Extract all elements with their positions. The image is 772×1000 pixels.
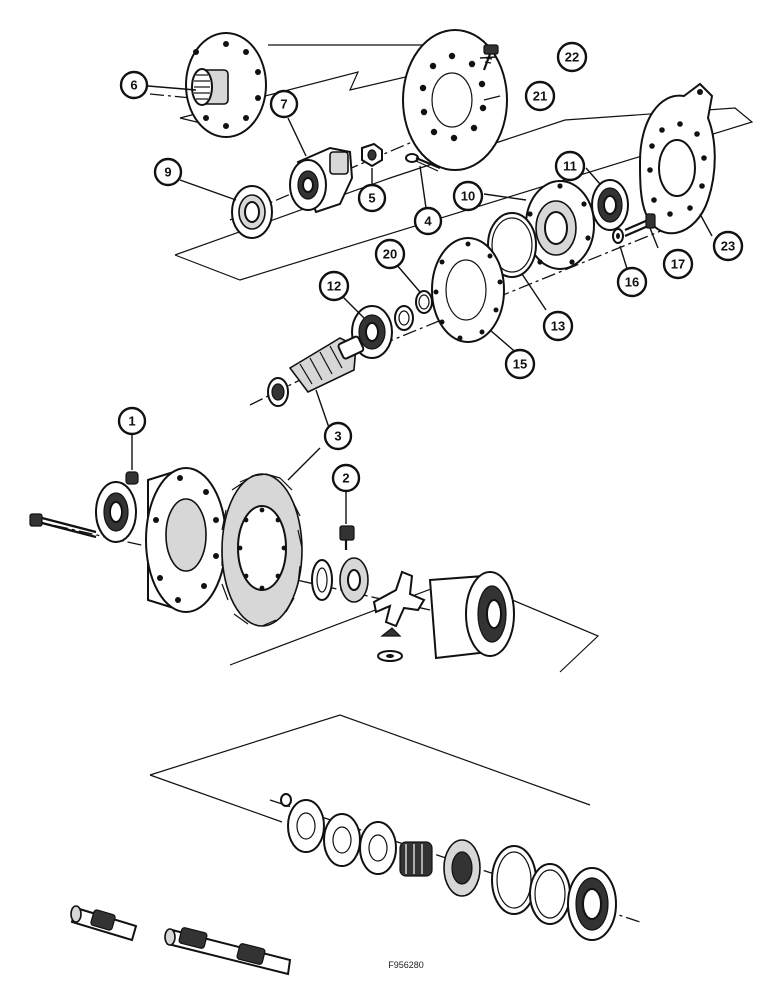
half-shaft-short — [70, 905, 138, 942]
svg-text:11: 11 — [563, 159, 577, 174]
diff-bolt — [29, 513, 97, 539]
callout-13: 13 — [542, 310, 574, 342]
svg-text:10: 10 — [461, 189, 475, 204]
diff-thrust-washer — [311, 559, 333, 601]
callout-5: 5 — [357, 183, 387, 213]
part-6-flange — [185, 32, 267, 138]
lower-plate-1 — [287, 799, 325, 853]
outline-differential-group — [229, 577, 600, 673]
part-15-washer — [612, 228, 624, 244]
part-22-screw — [482, 44, 499, 71]
callout-15: 16 — [616, 266, 648, 298]
callout-7: 7 — [269, 89, 299, 119]
callout-9: 9 — [153, 157, 183, 187]
diff-spider — [372, 570, 426, 628]
part-17-gasket — [431, 237, 505, 343]
callout-6: 6 — [119, 70, 149, 100]
svg-text:4: 4 — [424, 214, 432, 229]
callout-16: 17 — [662, 248, 694, 280]
diff-pinion-gear — [377, 627, 403, 662]
part-5-nut — [361, 142, 383, 168]
svg-text:23: 23 — [721, 239, 735, 254]
callouts: 6 7 9 5 4 22 21 11 — [117, 41, 744, 493]
part-9-seal — [231, 185, 273, 239]
spacer-ring — [394, 305, 414, 331]
part-4-cotter — [405, 153, 441, 172]
part-23-bracket — [638, 82, 716, 235]
svg-text:5: 5 — [368, 191, 375, 206]
axis-pinion-cage — [379, 214, 701, 346]
part-7-housing — [289, 146, 354, 214]
callout-3: 3 — [323, 421, 353, 451]
svg-text:9: 9 — [164, 165, 171, 180]
svg-text:21: 21 — [533, 89, 547, 104]
lower-gear — [443, 839, 481, 897]
diff-housing — [428, 571, 515, 660]
svg-text:20: 20 — [383, 247, 397, 262]
part-21-disc — [402, 29, 508, 171]
part-3-pinion — [267, 335, 365, 407]
ring-gear-teeth — [221, 473, 303, 627]
diff-bearing — [95, 481, 137, 543]
svg-text:16: 16 — [625, 275, 639, 290]
svg-text:15: 15 — [513, 357, 527, 372]
callout-2: 2 — [331, 463, 361, 493]
lower-plate-2 — [323, 813, 361, 867]
part-3-ring-gear — [221, 473, 303, 627]
callout-23: 23 — [712, 230, 744, 262]
lower-plate-3 — [359, 821, 397, 875]
lower-small-washer — [280, 793, 292, 807]
diff-case — [145, 467, 227, 613]
part-1-fitting — [125, 471, 139, 485]
callout-10: 10 — [452, 180, 484, 212]
svg-text:1: 1 — [128, 414, 135, 429]
callout-22: 22 — [556, 41, 588, 73]
part-20-ring — [415, 290, 433, 314]
part-13-shim — [487, 212, 537, 278]
outline-lower-link — [149, 774, 283, 823]
callout-12: 12 — [318, 270, 350, 302]
callout-1: 1 — [117, 406, 147, 436]
part-11-bearing — [591, 179, 629, 231]
svg-text:12: 12 — [327, 279, 341, 294]
part-2-bolt — [339, 525, 355, 550]
figure-code: F956280 — [388, 960, 424, 970]
diff-side-gear — [339, 557, 369, 603]
assembly-outlines — [149, 44, 754, 823]
half-shaft-long — [164, 927, 292, 976]
lower-splined-hub — [399, 841, 433, 877]
callout-20: 20 — [374, 238, 406, 270]
svg-text:2: 2 — [342, 471, 349, 486]
outline-lower-group — [149, 714, 591, 806]
callout-4: 4 — [413, 206, 443, 236]
outline-housing-group — [174, 107, 754, 281]
svg-text:3: 3 — [334, 429, 341, 444]
svg-text:7: 7 — [280, 97, 287, 112]
part-16-bolt — [624, 213, 656, 238]
svg-text:13: 13 — [551, 319, 565, 334]
lower-ring-2 — [529, 863, 571, 925]
svg-text:17: 17 — [671, 257, 685, 272]
callout-17: 15 — [504, 348, 536, 380]
lower-bearing — [567, 867, 617, 941]
leader-lines — [131, 56, 713, 524]
svg-text:6: 6 — [130, 78, 137, 93]
callout-21: 21 — [524, 80, 556, 112]
svg-text:22: 22 — [565, 50, 579, 65]
lower-ring-1 — [491, 845, 537, 915]
part-10-cage — [525, 180, 595, 270]
callout-11: 11 — [554, 150, 586, 182]
